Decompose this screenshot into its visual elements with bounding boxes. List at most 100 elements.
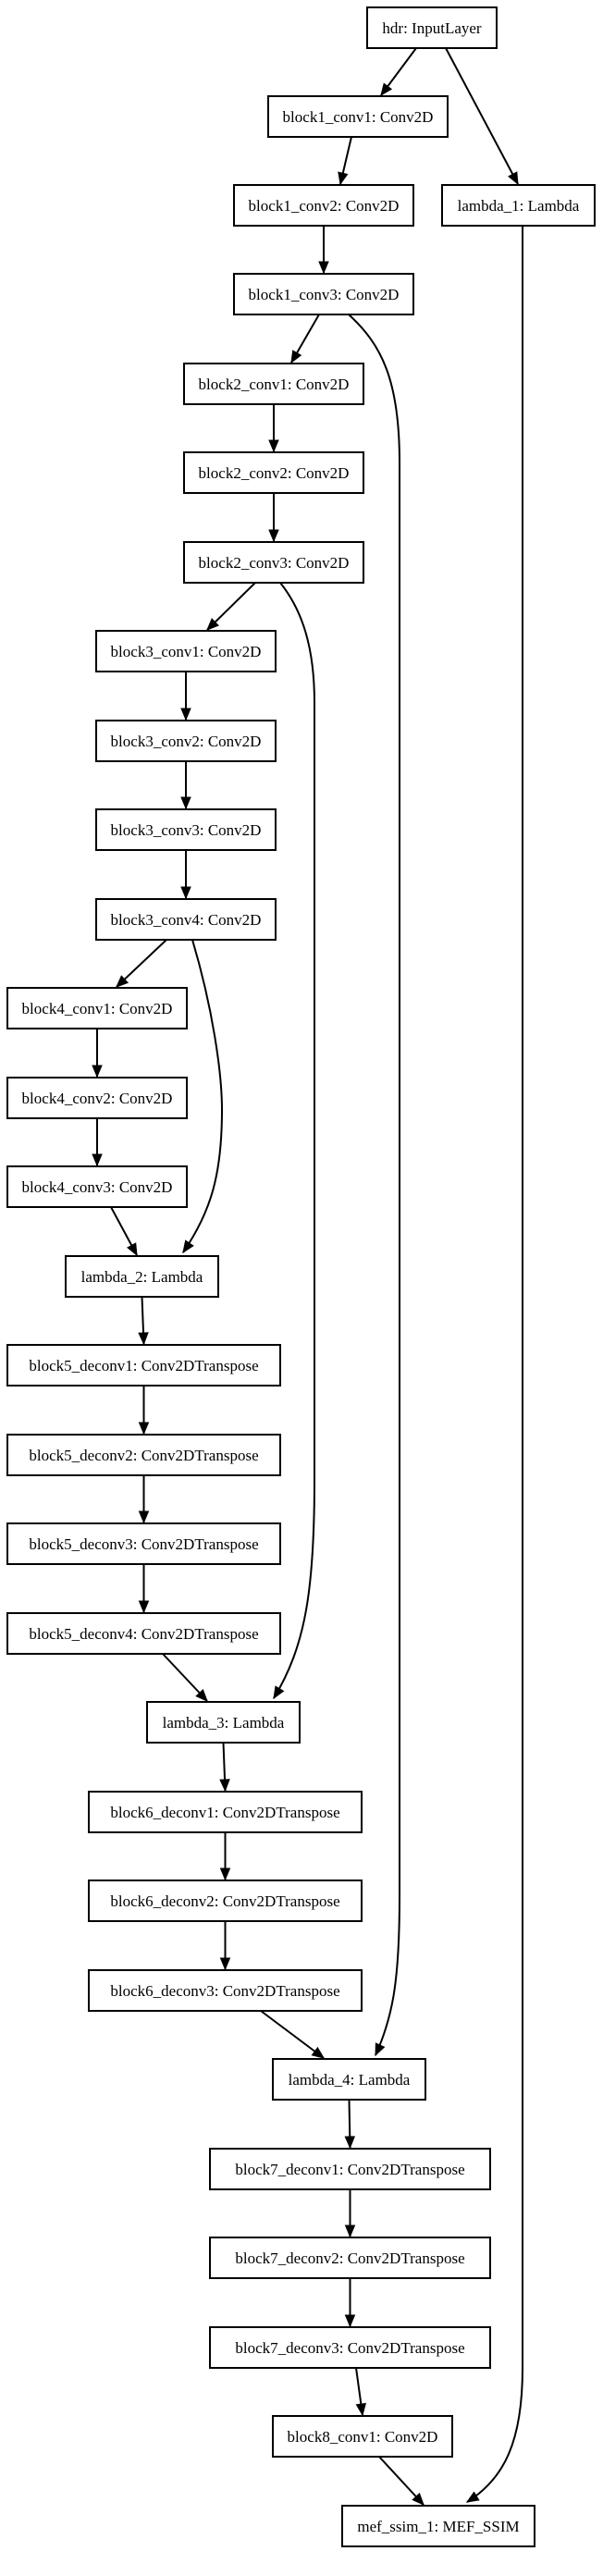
edge-lambda_2-to-block5_deconv1	[138, 1296, 149, 1346]
edge-line	[182, 939, 224, 1253]
node-label: block2_conv3: Conv2D	[199, 554, 350, 572]
node-label: block3_conv1: Conv2D	[111, 643, 262, 660]
node-label: block3_conv3: Conv2D	[111, 821, 262, 839]
node-label: block6_deconv1: Conv2DTranspose	[110, 1804, 339, 1821]
node-box	[267, 95, 449, 138]
node-box	[6, 1612, 281, 1655]
edge-line	[445, 47, 519, 185]
arrowhead-icon	[268, 439, 279, 453]
node-box	[6, 1522, 281, 1565]
edge-block5_deconv1-to-block5_deconv2	[138, 1386, 150, 1436]
arrowhead-icon	[127, 1242, 138, 1257]
node-label: block1_conv1: Conv2D	[283, 108, 434, 126]
edge-hdr-to-block1_conv1	[380, 47, 417, 97]
node-block3_conv2: block3_conv2: Conv2D	[95, 720, 277, 762]
arrowhead-icon	[380, 82, 393, 97]
arrowhead-icon	[138, 1600, 150, 1614]
arrowhead-icon	[290, 350, 302, 364]
node-box	[272, 2415, 453, 2458]
edge-block7_deconv3-to-block8_conv1	[355, 2367, 366, 2417]
arrowhead-icon	[182, 1239, 194, 1254]
edge-lambda_3-to-block6_deconv1	[219, 1742, 230, 1793]
arrowhead-icon	[508, 171, 519, 186]
node-box	[6, 1077, 188, 1119]
node-box	[183, 541, 364, 584]
arrowhead-icon	[273, 1685, 285, 1700]
arrowhead-icon	[138, 1422, 150, 1436]
node-label: block7_deconv1: Conv2DTranspose	[235, 2161, 464, 2178]
edge-block8_conv1-to-mef_ssim_1	[378, 2456, 425, 2506]
node-box	[146, 1701, 301, 1744]
edge-block2_conv3-to-lambda_3	[273, 582, 315, 1700]
node-box	[95, 630, 277, 672]
node-box	[441, 184, 596, 227]
edge-block4_conv1-to-block4_conv2	[92, 1029, 103, 1078]
edge-line	[466, 226, 523, 2503]
node-box	[233, 184, 414, 227]
node-box	[95, 898, 277, 941]
node-block5_deconv2: block5_deconv2: Conv2DTranspose	[6, 1434, 281, 1476]
edge-block2_conv2-to-block2_conv3	[268, 493, 279, 543]
edge-block1_conv3-to-block2_conv1	[290, 314, 320, 364]
edge-block3_conv4-to-lambda_2	[182, 939, 224, 1254]
node-block1_conv3: block1_conv3: Conv2D	[233, 273, 414, 315]
node-label: block3_conv4: Conv2D	[111, 911, 262, 929]
node-mef_ssim_1: mef_ssim_1: MEF_SSIM	[341, 2505, 535, 2547]
arrowhead-icon	[195, 1688, 208, 1702]
node-box	[88, 1880, 363, 1922]
arrowhead-icon	[138, 1332, 149, 1346]
node-block7_deconv1: block7_deconv1: Conv2DTranspose	[209, 2148, 491, 2190]
node-lambda_2: lambda_2: Lambda	[65, 1255, 219, 1298]
arrowhead-icon	[375, 2042, 386, 2057]
node-box	[88, 1969, 363, 2012]
node-block5_deconv1: block5_deconv1: Conv2DTranspose	[6, 1344, 281, 1387]
arrowhead-icon	[116, 975, 129, 988]
edge-block3_conv1-to-block3_conv2	[180, 672, 191, 721]
arrowhead-icon	[219, 1867, 231, 1881]
node-box	[95, 808, 277, 851]
node-block5_deconv3: block5_deconv3: Conv2DTranspose	[6, 1522, 281, 1565]
arrowhead-icon	[311, 2046, 326, 2059]
node-block4_conv2: block4_conv2: Conv2D	[6, 1077, 188, 1119]
arrowhead-icon	[344, 2314, 356, 2328]
node-block2_conv2: block2_conv2: Conv2D	[183, 451, 364, 494]
node-block8_conv1: block8_conv1: Conv2D	[272, 2415, 453, 2458]
node-box	[209, 2148, 491, 2190]
arrowhead-icon	[219, 1779, 230, 1793]
arrowhead-icon	[465, 2491, 480, 2503]
edge-line	[260, 2010, 325, 2059]
node-block6_deconv3: block6_deconv3: Conv2DTranspose	[88, 1969, 363, 2012]
arrowhead-icon	[412, 2492, 425, 2506]
node-label: lambda_3: Lambda	[163, 1714, 285, 1732]
node-block6_deconv2: block6_deconv2: Conv2DTranspose	[88, 1880, 363, 1922]
node-label: block3_conv2: Conv2D	[111, 733, 262, 750]
edge-block1_conv2-to-block1_conv3	[318, 226, 329, 275]
arrowhead-icon	[338, 171, 349, 186]
node-hdr: hdr: InputLayer	[366, 6, 498, 49]
edge-block1_conv3-to-lambda_4	[348, 314, 400, 2057]
edge-block3_conv2-to-block3_conv3	[180, 761, 191, 810]
edge-block3_conv3-to-block3_conv4	[180, 850, 191, 900]
node-label: block4_conv3: Conv2D	[22, 1178, 173, 1196]
edge-block3_conv4-to-block4_conv1	[116, 939, 167, 988]
node-block3_conv4: block3_conv4: Conv2D	[95, 898, 277, 941]
arrowhead-icon	[92, 1065, 103, 1078]
edge-block7_deconv1-to-block7_deconv2	[344, 2189, 356, 2238]
edge-block4_conv3-to-lambda_2	[110, 1206, 138, 1257]
arrowhead-icon	[268, 529, 279, 543]
node-box	[183, 363, 364, 405]
node-block2_conv3: block2_conv3: Conv2D	[183, 541, 364, 584]
node-label: block1_conv2: Conv2D	[249, 197, 400, 215]
arrowhead-icon	[344, 2225, 356, 2238]
edge-hdr-to-lambda_1	[445, 47, 519, 186]
arrowhead-icon	[180, 796, 191, 810]
node-label: lambda_1: Lambda	[458, 197, 580, 215]
arrowhead-icon	[92, 1153, 103, 1167]
node-label: block5_deconv3: Conv2DTranspose	[29, 1535, 258, 1553]
node-box	[88, 1791, 363, 1833]
node-label: block4_conv1: Conv2D	[22, 1000, 173, 1017]
node-block7_deconv2: block7_deconv2: Conv2DTranspose	[209, 2237, 491, 2279]
node-label: hdr: InputLayer	[382, 19, 481, 37]
node-label: lambda_2: Lambda	[81, 1268, 203, 1286]
node-box	[65, 1255, 219, 1298]
